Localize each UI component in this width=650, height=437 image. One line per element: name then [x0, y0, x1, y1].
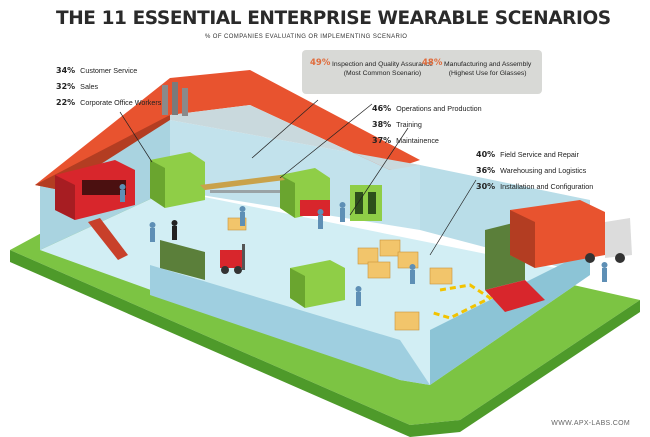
stat-percent: 40% — [476, 150, 496, 159]
callout-label: Inspection and Quality Assurance (Most C… — [332, 60, 433, 78]
leader-lines — [119, 99, 477, 256]
forklift — [220, 250, 242, 268]
loading-ramp — [485, 280, 545, 312]
stat-maintenance: 37% Maintainence — [372, 136, 439, 145]
stat-percent: 38% — [372, 120, 392, 129]
workers — [119, 184, 608, 306]
forklift-mast — [242, 244, 245, 270]
stat-percent: 36% — [476, 166, 496, 175]
maintenance-panel — [355, 192, 363, 214]
stat-field-service: 40% Field Service and Repair — [476, 150, 579, 159]
callout-line2: (Highest Use for Glasses) — [448, 70, 527, 77]
stat-warehousing: 36% Warehousing and Logistics — [476, 166, 586, 175]
box-stacks — [227, 217, 453, 331]
control-unit — [300, 200, 330, 216]
stat-percent: 46% — [372, 104, 392, 113]
office-stairs — [88, 218, 128, 260]
stat-operations: 46% Operations and Production — [372, 104, 482, 113]
stat-percent: 32% — [56, 82, 76, 91]
stat-installation: 30% Installation and Configuration — [476, 182, 593, 191]
callout-line2: (Most Common Scenario) — [343, 70, 422, 77]
roof-underside — [35, 115, 170, 190]
stat-percent: 37% — [372, 136, 392, 145]
truck-cab — [605, 218, 632, 258]
stat-customer-service: 34% Customer Service — [56, 66, 137, 75]
source-url: WWW.APX-LABS.COM — [551, 420, 630, 427]
office-window — [82, 180, 126, 195]
front-wall-right — [430, 250, 590, 385]
top-scenarios-callout: 49% Inspection and Quality Assurance (Mo… — [302, 50, 542, 94]
stat-label: Installation and Configuration — [500, 182, 594, 191]
callout-label: Manufacturing and Assembly (Highest Use … — [444, 60, 531, 78]
stat-label: Maintainence — [396, 136, 439, 145]
truck-wheel — [585, 253, 595, 263]
page-title: THE 11 ESSENTIAL ENTERPRISE WEARABLE SCE… — [56, 8, 611, 29]
stat-corporate-office: 22% Corporate Office Workers — [56, 98, 161, 107]
truck-trailer-side — [510, 210, 535, 268]
stat-label: Training — [396, 120, 422, 129]
chimney — [162, 85, 168, 115]
maintenance-panel — [368, 192, 376, 214]
training-station-side — [290, 268, 305, 308]
page-subtitle: % OF COMPANIES EVALUATING OR IMPLEMENTIN… — [205, 34, 408, 40]
chimney — [172, 82, 178, 115]
stat-label: Corporate Office Workers — [80, 98, 162, 107]
stat-label: Operations and Production — [396, 104, 482, 113]
chimney — [182, 88, 188, 116]
production-machine-side — [280, 175, 295, 218]
truck-wheel — [615, 253, 625, 263]
stat-training: 38% Training — [372, 120, 422, 129]
callout-percent: 48% — [422, 58, 443, 68]
conveyor-rail — [210, 190, 280, 193]
callout-line1: Inspection and Quality Assurance — [332, 61, 433, 68]
callout-line1: Manufacturing and Assembly — [444, 61, 532, 68]
stat-label: Customer Service — [80, 66, 138, 75]
forklift-wheel — [234, 266, 242, 274]
stat-label: Field Service and Repair — [500, 150, 579, 159]
stat-percent: 30% — [476, 182, 496, 191]
grass-edge — [10, 250, 640, 437]
floor-path — [429, 283, 494, 320]
forklift-wheel — [221, 266, 229, 274]
front-wall — [150, 265, 430, 385]
conveyor-belt — [200, 175, 285, 190]
stat-label: Warehousing and Logistics — [500, 166, 587, 175]
loading-door-left — [160, 240, 205, 280]
roof-inner — [170, 105, 420, 170]
stat-label: Sales — [80, 82, 99, 91]
stat-percent: 22% — [56, 98, 76, 107]
callout-percent: 49% — [310, 58, 331, 68]
stat-percent: 34% — [56, 66, 76, 75]
stat-sales: 32% Sales — [56, 82, 98, 91]
red-office-side — [55, 175, 75, 220]
assembly-machine-side — [150, 160, 165, 208]
